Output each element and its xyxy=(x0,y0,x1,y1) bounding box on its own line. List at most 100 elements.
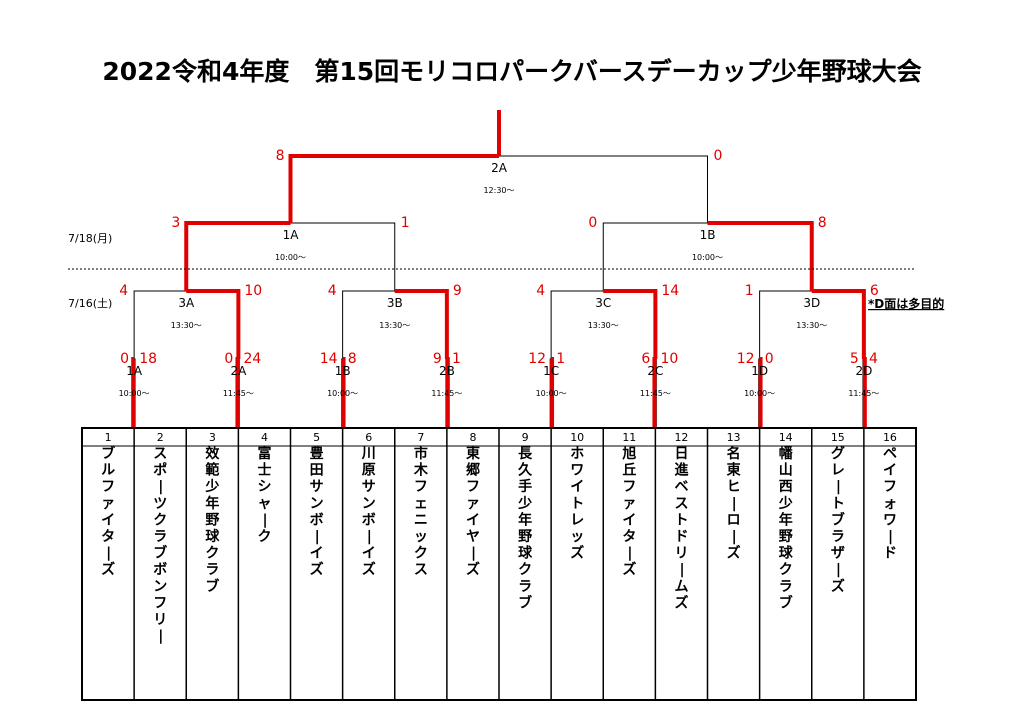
score-left: 5 xyxy=(850,351,859,367)
score-right: 1 xyxy=(401,215,410,231)
team-name-char: ェ xyxy=(414,496,428,512)
team-name-char: イ xyxy=(310,546,324,562)
team-name: 長久手少年野球クラブ xyxy=(517,446,533,611)
team-table: 1ブルファイタ|ズ2スポ|ツクラブボンフリ|3效範少年野球クラブ4富士シャ|ク5… xyxy=(81,427,917,701)
match-label: 2C xyxy=(647,364,663,378)
score-right: 24 xyxy=(243,351,261,367)
score-left: 3 xyxy=(171,215,180,231)
score-left: 14 xyxy=(320,351,338,367)
team-name-char: イ xyxy=(570,479,584,495)
team-name-char: ス xyxy=(674,496,688,512)
team-name-char: ズ xyxy=(674,594,688,611)
winner-path-segment xyxy=(394,289,449,359)
team-name-char: ザ xyxy=(831,546,845,562)
team-name-char: 旭 xyxy=(621,445,636,462)
score-left: 9 xyxy=(433,351,442,367)
team-number: 1 xyxy=(105,431,112,444)
team-name-char: ズ xyxy=(101,561,115,578)
team-name-char: 川 xyxy=(361,446,376,462)
team-name-char: ク xyxy=(205,546,219,562)
team-number: 15 xyxy=(831,431,845,444)
page-title: 2022令和4年度 第15回モリコロパークバースデーカップ少年野球大会 xyxy=(102,57,922,86)
team-name-char: | xyxy=(627,546,632,562)
team-name-char: 年 xyxy=(205,495,219,512)
match-time: 11:45～ xyxy=(640,389,671,398)
team-name-char: 少 xyxy=(204,478,219,495)
team-name-char: ラ xyxy=(779,579,793,595)
team-name-char: ォ xyxy=(883,496,897,512)
team-name-char: 名 xyxy=(727,445,741,462)
team-number: 14 xyxy=(779,431,793,444)
winner-path-segment xyxy=(707,221,814,291)
team-name: 名東ヒ|ロ|ズ xyxy=(727,445,741,562)
match-label: 1C xyxy=(543,364,559,378)
match-time: 11:45～ xyxy=(223,389,254,398)
team-number: 7 xyxy=(417,431,424,444)
team-name-char: ブ xyxy=(153,545,167,562)
team-name: 效範少年野球クラブ xyxy=(204,445,220,595)
team-name-char: | xyxy=(106,546,111,562)
score-right: 4 xyxy=(869,351,878,367)
team-number: 10 xyxy=(570,431,584,444)
winner-path-segment xyxy=(811,289,866,359)
team-name-char: ン xyxy=(362,496,376,512)
team-name-char: リ xyxy=(153,612,167,628)
team-name: 日進ベストドリ|ムズ xyxy=(674,446,688,611)
team-name-char: イ xyxy=(466,512,480,528)
score-right: 9 xyxy=(453,283,462,299)
team-name-char: | xyxy=(888,529,893,545)
team-name-char: ァ xyxy=(466,496,480,512)
team-name-char: 野 xyxy=(518,529,532,545)
team-name-char: サ xyxy=(362,479,376,495)
team-name-char: ポ xyxy=(153,462,167,479)
team-name-char: 士 xyxy=(257,462,271,479)
team-name-char: 進 xyxy=(674,463,688,479)
team-name-char: | xyxy=(315,529,320,545)
match-label: 3D xyxy=(803,296,820,310)
winner-path-segment xyxy=(131,357,136,428)
match-time: 13:30～ xyxy=(171,321,202,330)
team-name-char: ワ xyxy=(883,512,897,528)
match-label: 3C xyxy=(595,296,611,310)
team-name-char: フ xyxy=(883,479,897,495)
team-name-char: 市 xyxy=(414,445,428,462)
match-label: 2A xyxy=(230,364,247,378)
score-left: 1 xyxy=(745,283,754,299)
team-name-char: 球 xyxy=(779,545,794,562)
match-time: 10:00～ xyxy=(692,253,723,262)
team-name-char: | xyxy=(367,529,372,545)
winner-path-segment xyxy=(186,289,241,359)
match-time: 10:00～ xyxy=(119,389,150,398)
team-name-char: ド xyxy=(674,529,688,545)
team-name-char: フ xyxy=(153,595,167,611)
team-number: 13 xyxy=(727,431,741,444)
team-name-char: ヤ xyxy=(466,529,480,545)
team-name-char: | xyxy=(836,562,841,578)
team-name-char: | xyxy=(262,512,267,528)
team-name-char: | xyxy=(158,629,163,645)
score-right: 10 xyxy=(244,283,262,299)
team-number: 12 xyxy=(674,431,688,444)
date-day2: 7/18(月) xyxy=(68,232,112,245)
team-name-char: ク xyxy=(779,562,793,578)
team-name-char: イ xyxy=(622,512,636,528)
team-name-char: ド xyxy=(883,546,897,562)
team-number: 11 xyxy=(622,431,636,444)
team-name-char: | xyxy=(732,529,737,545)
team-name: 川原サンボ|イズ xyxy=(361,446,376,578)
bracket-lines xyxy=(132,155,866,428)
team-name-char: 東 xyxy=(727,462,741,479)
team-name-char: 手 xyxy=(518,478,532,495)
match-time: 10:00～ xyxy=(536,389,567,398)
match-time: 10:00～ xyxy=(744,389,775,398)
match-time: 11:45～ xyxy=(848,389,879,398)
team-name-char: ン xyxy=(153,579,167,595)
match-time: 10:00～ xyxy=(275,253,306,262)
team-name: ブルファイタ|ズ xyxy=(101,445,115,578)
team-name-char: 西 xyxy=(779,479,793,495)
winner-path-segment xyxy=(603,289,658,359)
match-label: 1A xyxy=(283,228,300,242)
team-name: 市木フェニックス xyxy=(413,445,429,578)
score-right: 14 xyxy=(661,283,679,299)
